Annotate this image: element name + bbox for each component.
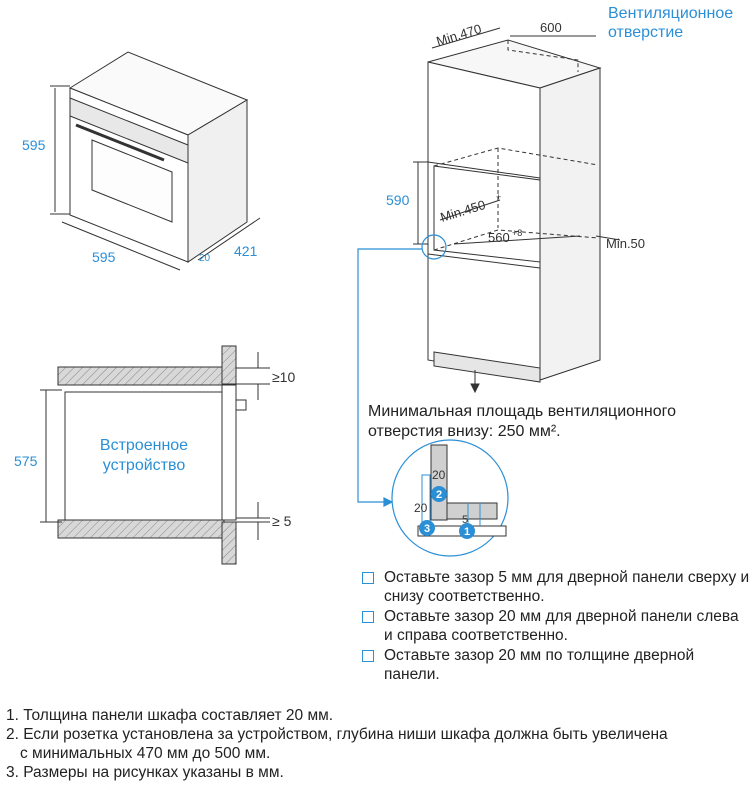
cabinet-min50-dim: Min.50 xyxy=(606,236,645,251)
oven-width-dim: 595 xyxy=(92,249,116,265)
detail-marker-1: 1 xyxy=(459,523,475,539)
bottom-vent-line2: отверстия внизу: 250 мм². xyxy=(368,423,561,440)
detail-dim-20-top: 20 xyxy=(432,468,446,482)
section-dimension-lines xyxy=(40,352,270,540)
footnote-1: 1. Толщина панели шкафа составляет 20 мм… xyxy=(6,707,334,724)
section-drawing xyxy=(57,345,247,565)
detail-marker-3: 3 xyxy=(419,520,435,536)
gap-instruction-item: Оставьте зазор 20 мм по толщине дверной … xyxy=(362,646,750,684)
oven-drawing xyxy=(68,51,249,263)
checkbox-icon xyxy=(362,650,374,662)
niche-width-sup: +8 xyxy=(512,228,522,238)
oven-door-dim: 20 xyxy=(199,253,211,264)
oven-height-dim: 595 xyxy=(22,137,46,153)
checkbox-icon xyxy=(362,611,374,623)
section-gap-top: ≥10 xyxy=(272,369,295,385)
gap-instruction-item: Оставьте зазор 5 мм для дверной панели с… xyxy=(362,568,750,606)
bottom-vent-caption: Минимальная площадь вентиляционного отве… xyxy=(368,402,676,442)
oven-dimension-lines xyxy=(50,85,261,271)
section-label-line1: Встроенное xyxy=(100,437,188,454)
gap-instruction-item: Оставьте зазор 20 мм для дверной панели … xyxy=(362,607,750,645)
bottom-vent-line1: Минимальная площадь вентиляционного xyxy=(368,403,676,420)
svg-text:3: 3 xyxy=(424,523,430,535)
section-height-dim: 575 xyxy=(14,453,38,469)
cabinet-min-depth-dim: Min.470 xyxy=(434,21,483,49)
section-gap-bottom: ≥ 5 xyxy=(272,513,292,529)
cabinet-drawing xyxy=(427,39,602,383)
detail-marker-2: 2 xyxy=(431,486,447,502)
svg-text:1: 1 xyxy=(464,526,470,538)
cabinet-dimension-lines xyxy=(413,27,621,394)
vent-label-line2: отверстие xyxy=(608,24,683,41)
vent-label-line1: Вентиляционное xyxy=(608,5,733,22)
cabinet-width-dim: 600 xyxy=(540,20,562,35)
gap-instruction-text: Оставьте зазор 20 мм для дверной панели … xyxy=(384,608,739,644)
gap-instruction-text: Оставьте зазор 20 мм по толщине дверной … xyxy=(384,647,695,683)
footnote-2: 2. Если розетка установлена за устройств… xyxy=(6,726,668,743)
niche-height-dim: 590 xyxy=(386,192,410,208)
gap-instructions: Оставьте зазор 5 мм для дверной панели с… xyxy=(362,568,750,685)
niche-width-dim: 560 xyxy=(488,230,510,245)
footnote-2-cont: с минимальных 470 мм до 500 мм. xyxy=(20,745,271,762)
niche-depth-sup: + xyxy=(496,192,501,202)
detail-view xyxy=(391,439,509,557)
detail-dim-5: 5 xyxy=(462,514,468,526)
detail-dim-20-left: 20 xyxy=(414,501,428,515)
footnotes: 1. Толщина панели шкафа составляет 20 мм… xyxy=(6,706,750,782)
section-label-line2: устройство xyxy=(103,457,186,474)
footnote-3: 3. Размеры на рисунках указаны в мм. xyxy=(6,764,284,781)
svg-text:2: 2 xyxy=(436,489,442,501)
checkbox-icon xyxy=(362,572,374,584)
detail-callout-lines xyxy=(357,234,447,507)
oven-depth-dim: 421 xyxy=(234,243,258,259)
gap-instruction-text: Оставьте зазор 5 мм для дверной панели с… xyxy=(384,569,750,605)
